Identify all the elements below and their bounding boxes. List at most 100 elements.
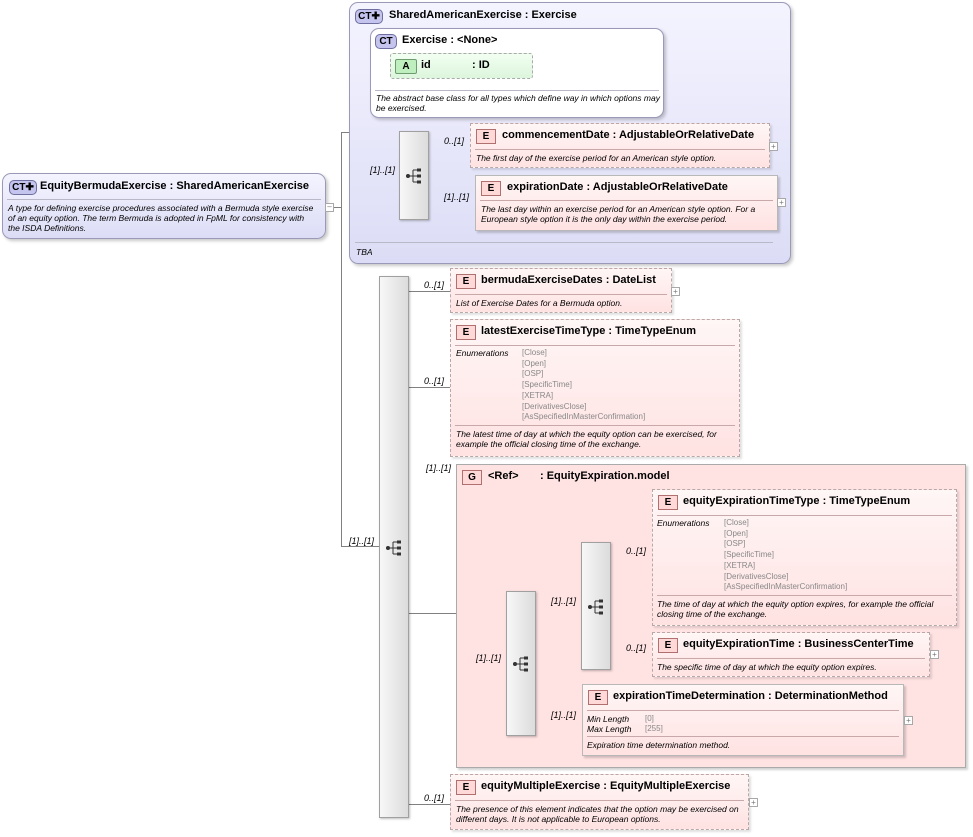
element-title: latestExerciseTimeType : TimeTypeEnum — [481, 325, 696, 337]
exercise-title: Exercise : <None> — [402, 34, 498, 46]
attribute-type: : ID — [472, 59, 490, 71]
plus-icon[interactable]: + — [749, 798, 758, 807]
enum-value: [OSP] — [522, 369, 544, 379]
multiplicity: 0..[1] — [626, 643, 647, 653]
element-equity-multiple-exercise[interactable]: E equityMultipleExercise : EquityMultipl… — [450, 774, 749, 830]
group-name: : EquityExpiration.model — [540, 470, 670, 482]
element-badge: E — [456, 325, 476, 340]
element-badge: E — [658, 495, 678, 510]
multiplicity: [1]..[1] — [444, 192, 470, 202]
element-description: The presence of this element indicates t… — [456, 804, 739, 824]
sequence-icon — [513, 656, 528, 672]
plus-icon[interactable]: + — [904, 716, 913, 725]
multiplicity: [1]..[1] — [426, 463, 452, 473]
element-equity-expiration-time[interactable]: E equityExpirationTime : BusinessCenterT… — [652, 632, 930, 677]
multiplicity: [1]..[1] — [349, 536, 375, 546]
element-expiration-time-determination[interactable]: E expirationTimeDetermination : Determin… — [582, 684, 904, 756]
complex-type-badge: CT✚ — [355, 9, 383, 24]
multiplicity: 0..[1] — [424, 793, 445, 803]
element-title: expirationDate : AdjustableOrRelativeDat… — [507, 181, 728, 193]
max-length-label: Max Length — [587, 724, 632, 734]
root-title: EquityBermudaExercise : SharedAmericanEx… — [40, 180, 310, 192]
element-latest-exercise-time-type[interactable]: E latestExerciseTimeType : TimeTypeEnum … — [450, 319, 740, 457]
element-title: equityExpirationTimeType : TimeTypeEnum — [683, 495, 911, 507]
enum-value: [AsSpecifiedInMasterConfirmation] — [724, 582, 848, 592]
multiplicity: [1]..[1] — [551, 596, 577, 606]
plus-icon[interactable]: + — [671, 287, 680, 296]
enum-value: [DerivativesClose] — [724, 571, 789, 581]
element-title: commencementDate : AdjustableOrRelativeD… — [502, 129, 755, 141]
element-description: The time of day at which the equity opti… — [657, 599, 934, 619]
element-badge: E — [481, 181, 501, 196]
main-sequence-compositor[interactable] — [379, 276, 409, 818]
root-complex-type[interactable]: CT✚ EquityBermudaExercise : SharedAmeric… — [2, 173, 326, 239]
enum-value: [SpecificTime] — [522, 380, 572, 390]
sequence-icon — [588, 599, 603, 615]
connector-line — [341, 132, 342, 546]
shared-tba: TBA — [356, 247, 373, 257]
sequence-icon — [406, 168, 421, 184]
group-ref: <Ref> — [488, 470, 519, 482]
sequence-compositor[interactable] — [506, 591, 536, 736]
group-badge: G — [462, 470, 482, 485]
element-description: The specific time of day at which the eq… — [657, 662, 877, 672]
max-length-value: [255] — [645, 724, 663, 733]
enum-value: [Close] — [724, 518, 749, 527]
element-description: The last day within an exercise period f… — [481, 204, 756, 224]
enum-value: [XETRA] — [522, 390, 554, 400]
enum-value: [SpecificTime] — [724, 550, 774, 560]
sequence-compositor[interactable] — [399, 131, 429, 220]
root-description: A type for defining exercise procedures … — [8, 203, 314, 233]
multiplicity: 0..[1] — [444, 136, 465, 146]
enum-value: [AsSpecifiedInMasterConfirmation] — [522, 412, 646, 422]
multiplicity: 0..[1] — [424, 280, 445, 290]
element-description: List of Exercise Dates for a Bermuda opt… — [456, 298, 623, 308]
enum-value: [Close] — [522, 348, 547, 357]
multiplicity: 0..[1] — [424, 376, 445, 386]
element-description: Expiration time determination method. — [587, 740, 731, 750]
enumerations-label: Enumerations — [657, 518, 710, 528]
element-equity-expiration-time-type[interactable]: E equityExpirationTimeType : TimeTypeEnu… — [652, 489, 957, 626]
element-expiration-date[interactable]: E expirationDate : AdjustableOrRelativeD… — [475, 175, 778, 231]
shared-title: SharedAmericanExercise : Exercise — [389, 9, 577, 21]
element-description: The first day of the exercise period for… — [476, 153, 717, 163]
connector-line — [408, 804, 450, 805]
element-title: equityExpirationTime : BusinessCenterTim… — [683, 638, 914, 650]
connector-line — [341, 546, 379, 547]
element-badge: E — [476, 129, 496, 144]
enum-value: [Open] — [522, 358, 547, 368]
element-title: expirationTimeDetermination : Determinat… — [613, 690, 888, 702]
exercise-description: The abstract base class for all types wh… — [376, 93, 660, 113]
plus-icon[interactable]: + — [777, 198, 786, 207]
minus-icon[interactable]: – — [325, 203, 334, 212]
min-length-label: Min Length — [587, 714, 630, 724]
plus-icon[interactable]: + — [930, 650, 939, 659]
connector-line — [408, 387, 450, 388]
attribute-name: id — [421, 59, 431, 71]
plus-icon[interactable]: + — [769, 142, 778, 151]
connector-line — [341, 132, 349, 133]
multiplicity: [1]..[1] — [476, 653, 502, 663]
connector-line — [408, 291, 450, 292]
sequence-icon — [386, 540, 401, 556]
element-title: bermudaExerciseDates : DateList — [481, 274, 656, 286]
connector-line — [408, 613, 456, 614]
multiplicity: [1]..[1] — [370, 165, 396, 175]
element-description: The latest time of day at which the equi… — [456, 429, 717, 449]
element-title: equityMultipleExercise : EquityMultipleE… — [481, 780, 731, 792]
min-length-value: [0] — [645, 714, 654, 723]
complex-type-badge: CT — [375, 34, 397, 49]
complex-type-badge: CT✚ — [9, 180, 37, 195]
element-bermuda-exercise-dates[interactable]: E bermudaExerciseDates : DateList List o… — [450, 268, 672, 313]
element-badge: E — [456, 274, 476, 289]
enumerations-label: Enumerations — [456, 348, 509, 358]
multiplicity: 0..[1] — [626, 546, 647, 556]
element-badge: E — [658, 638, 678, 653]
element-badge: E — [588, 690, 608, 705]
enum-value: [OSP] — [724, 539, 746, 549]
sequence-compositor[interactable] — [581, 542, 611, 670]
element-commencement-date[interactable]: E commencementDate : AdjustableOrRelativ… — [470, 123, 770, 168]
enum-value: [DerivativesClose] — [522, 401, 587, 411]
element-badge: E — [456, 780, 476, 795]
attribute-id[interactable]: A id : ID — [390, 53, 533, 79]
